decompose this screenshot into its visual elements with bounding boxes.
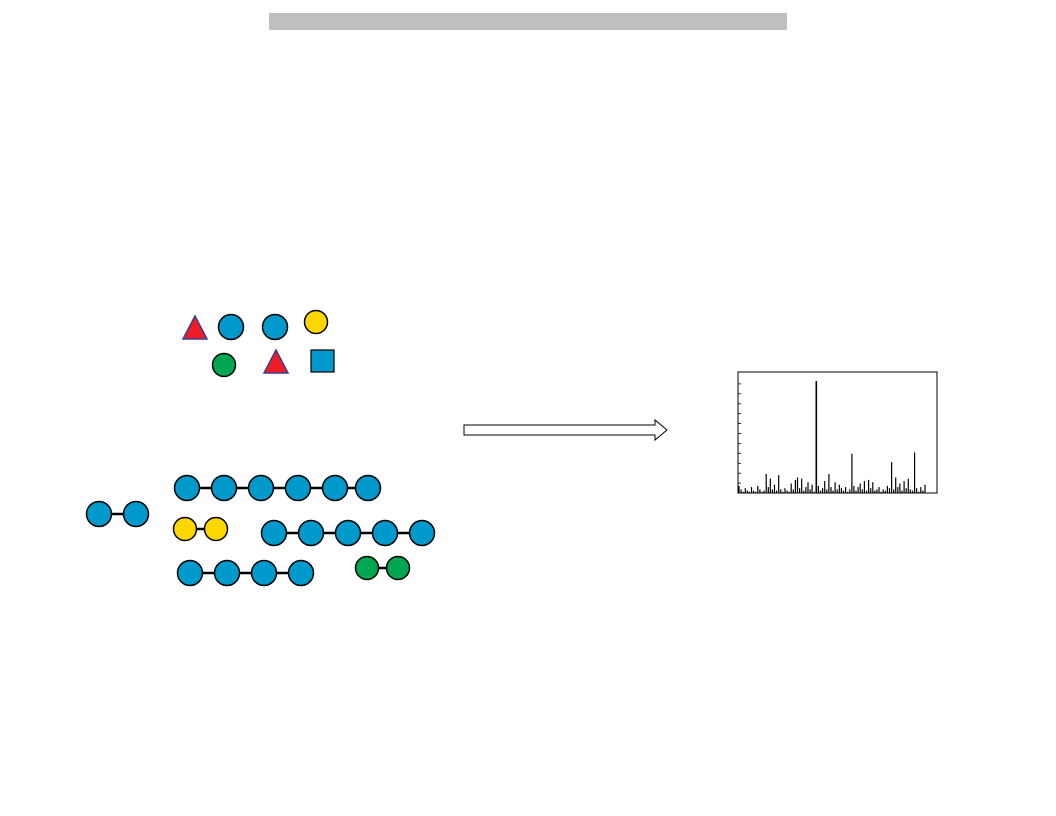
glucose-circle-icon: [354, 474, 382, 502]
galactose-circle-icon: [303, 309, 329, 335]
y-axis-ticks: [738, 383, 741, 484]
oligosaccharide-group: [85, 474, 436, 587]
disaccharide-chain: [85, 500, 150, 528]
glucose-circle-icon: [260, 519, 288, 547]
right-arrow-icon: [463, 418, 668, 442]
glucose-circle-icon: [250, 559, 278, 587]
glucose-circle-icon: [408, 519, 436, 547]
glucose-circle-icon: [321, 474, 349, 502]
glucose-circle-icon: [261, 313, 289, 341]
mannose-circle-icon: [354, 555, 380, 581]
glucose-circle-icon: [284, 474, 312, 502]
glucose-circle-icon: [85, 500, 113, 528]
glucose-circle-icon: [122, 500, 150, 528]
spectrum-peaks: [738, 381, 926, 493]
glucose-circle-icon: [371, 519, 399, 547]
glucose-circle-icon: [176, 559, 204, 587]
galactose-circle-icon: [203, 516, 229, 542]
galactose-disaccharide-chain: [172, 516, 229, 542]
glucose-circle-icon: [247, 474, 275, 502]
tetrasaccharide-chain: [176, 559, 315, 587]
glucose-circle-icon: [173, 474, 201, 502]
glucose-circle-icon: [217, 313, 245, 341]
chart-frame: [737, 371, 938, 494]
monosaccharide-group: [181, 309, 335, 378]
glucose-circle-icon: [334, 519, 362, 547]
glucose-circle-icon: [287, 559, 315, 587]
glucose-circle-icon: [213, 559, 241, 587]
spectrum-chart: [737, 371, 938, 494]
fucose-triangle-icon: [181, 314, 209, 340]
mannose-circle-icon: [385, 555, 411, 581]
pentasaccharide-chain: [260, 519, 436, 547]
glcnac-square-icon: [310, 349, 335, 373]
galactose-circle-icon: [172, 516, 198, 542]
mannose-disaccharide-chain: [354, 555, 411, 581]
fucose-triangle-icon: [262, 348, 290, 374]
title-bar: [269, 13, 787, 30]
hexasaccharide-chain: [173, 474, 382, 502]
glucose-circle-icon: [210, 474, 238, 502]
glucose-circle-icon: [297, 519, 325, 547]
mannose-circle-icon: [211, 352, 237, 378]
